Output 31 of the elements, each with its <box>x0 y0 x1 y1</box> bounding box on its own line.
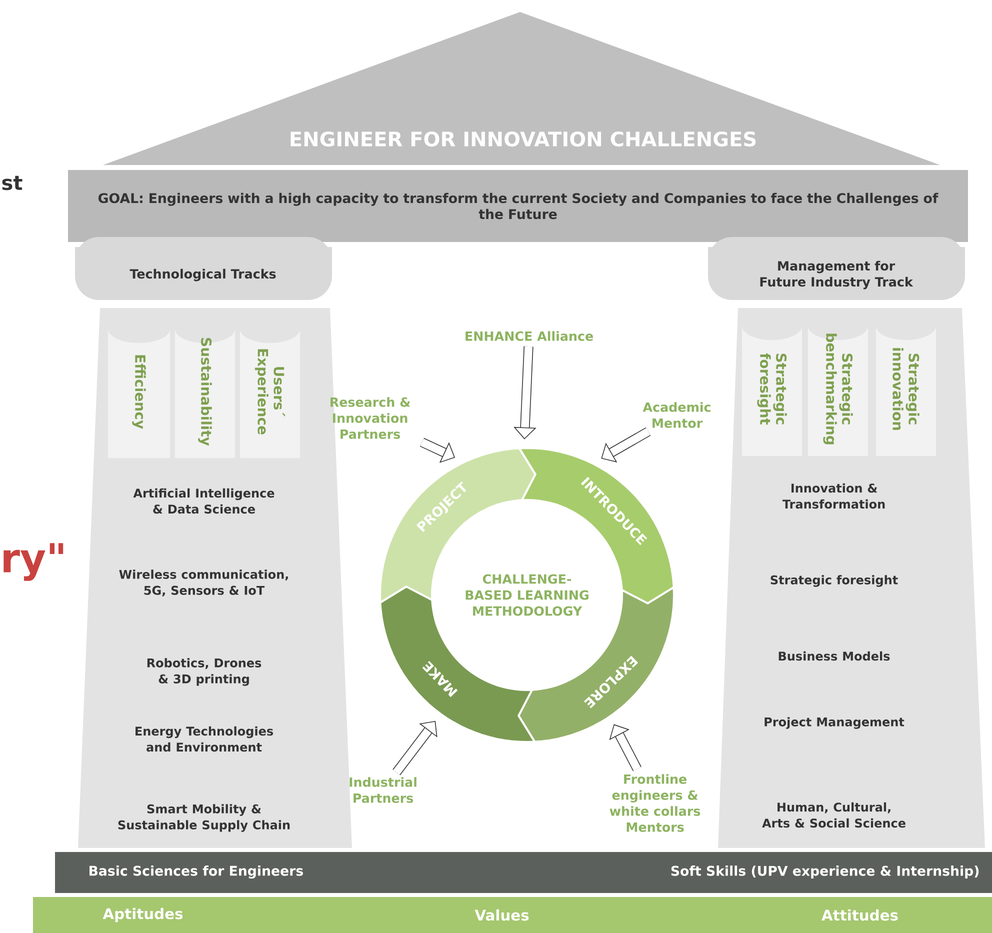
tablet: Sustainability <box>175 329 235 458</box>
partner-label: Industrial Partners <box>350 777 416 803</box>
tablet: Strategic foresight <box>742 326 802 456</box>
partner-label: Frontline engineers & white collars Mentors <box>610 774 700 832</box>
track-label: Business Models <box>778 651 890 661</box>
track-label: Innovation & Transformation <box>782 483 885 509</box>
track-label: Wireless communication, 5G, Sensors & IoT <box>119 570 288 596</box>
column-capital: Technological Tracks <box>75 237 332 300</box>
text-fragment: st <box>2 176 22 190</box>
tablet: Users´ Experience <box>240 329 300 458</box>
partner-label: Academic Mentor <box>642 402 710 428</box>
track-label: Artificial Intelligence & Data Science <box>133 488 274 514</box>
track-label: Robotics, Drones & 3D printing <box>147 658 262 686</box>
track-label: Human, Cultural, Arts & Social Science <box>762 802 906 828</box>
tablet: Strategic innovation <box>876 326 936 456</box>
base-band: Aptitudes Values Attitudes <box>33 897 992 933</box>
hollow-arrow <box>609 724 642 772</box>
partner-label: Research & Innovation Partners <box>330 397 410 439</box>
partner-label: ENHANCE Alliance <box>466 331 593 341</box>
hollow-arrow <box>601 427 651 462</box>
track-label: Smart Mobility & Sustainable Supply Chain <box>118 804 290 832</box>
base-band: Basic Sciences for Engineers Soft Skills (UPV experience & Internship) <box>55 852 992 894</box>
title: ENGINEER FOR INNOVATION CHALLENGES <box>290 131 756 147</box>
track-label: Strategic foresight <box>770 575 898 587</box>
tablet: Strategic benchmarking <box>808 326 868 456</box>
track-label: Energy Technologies and Environment <box>136 726 274 752</box>
tablet: Efficiency <box>108 329 170 458</box>
column-capital: Management for Future Industry Track <box>708 237 965 300</box>
text-fragment: ry" <box>4 543 64 581</box>
goal-band: GOAL: Engineers with a high capacity to transform the current Society and Companies to face the Challenges of the Future <box>68 170 968 242</box>
track-label: Project Management <box>764 717 904 729</box>
